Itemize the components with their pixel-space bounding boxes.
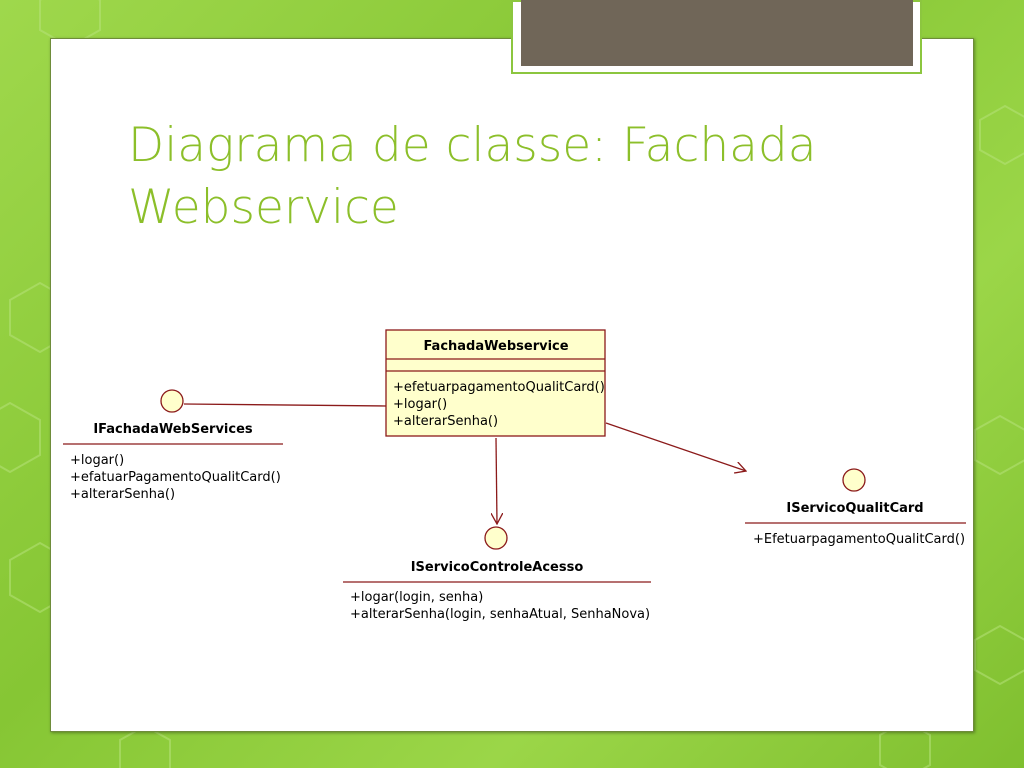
class-fachada-webservice[interactable]: FachadaWebservice +efetuarpagamentoQuali…	[385, 329, 606, 437]
interface-ifachada-webservices[interactable]: IFachadaWebServices +logar() +efatuarPag…	[63, 389, 283, 502]
class-fachada-method: +logar()	[393, 397, 447, 412]
slide-title: Diagrama de classe: Fachada Webservice	[128, 115, 948, 239]
interface-controle-method: +logar(login, senha)	[350, 590, 483, 605]
interface-qualit-name: IServicoQualitCard	[786, 501, 923, 516]
interface-ifachada-method: +efatuarPagamentoQualitCard()	[70, 470, 281, 485]
interface-lollipop-icon	[160, 389, 184, 413]
interface-ifachada-method: +alterarSenha()	[70, 487, 175, 502]
interface-iservico-qualitcard[interactable]: IServicoQualitCard +EfetuarpagamentoQual…	[745, 468, 966, 547]
interface-lollipop-icon	[842, 468, 866, 492]
interface-ifachada-method: +logar()	[70, 453, 124, 468]
slide-title-line1: Diagrama de classe: Fachada	[128, 118, 817, 173]
dependency-arrow-qualit	[605, 422, 746, 471]
interface-ifachada-name: IFachadaWebServices	[93, 422, 253, 437]
interface-qualit-method: +EfetuarpagamentoQualitCard()	[753, 532, 965, 547]
realization-line-ifachada	[183, 403, 387, 407]
interface-controle-method: +alterarSenha(login, senhaAtual, SenhaNo…	[350, 607, 650, 622]
slide-title-line2: Webservice	[128, 180, 399, 235]
interface-lollipop-icon	[484, 526, 508, 550]
header-photo	[521, 0, 913, 66]
interface-controle-name: IServicoControleAcesso	[411, 560, 584, 575]
class-fachada-method: +alterarSenha()	[393, 414, 498, 429]
dependency-arrow-controle	[496, 437, 497, 524]
interface-iservico-controle-acesso[interactable]: IServicoControleAcesso +logar(login, sen…	[343, 526, 651, 622]
class-fachada-name: FachadaWebservice	[423, 339, 568, 354]
class-fachada-method: +efetuarpagamentoQualitCard()	[393, 380, 605, 395]
